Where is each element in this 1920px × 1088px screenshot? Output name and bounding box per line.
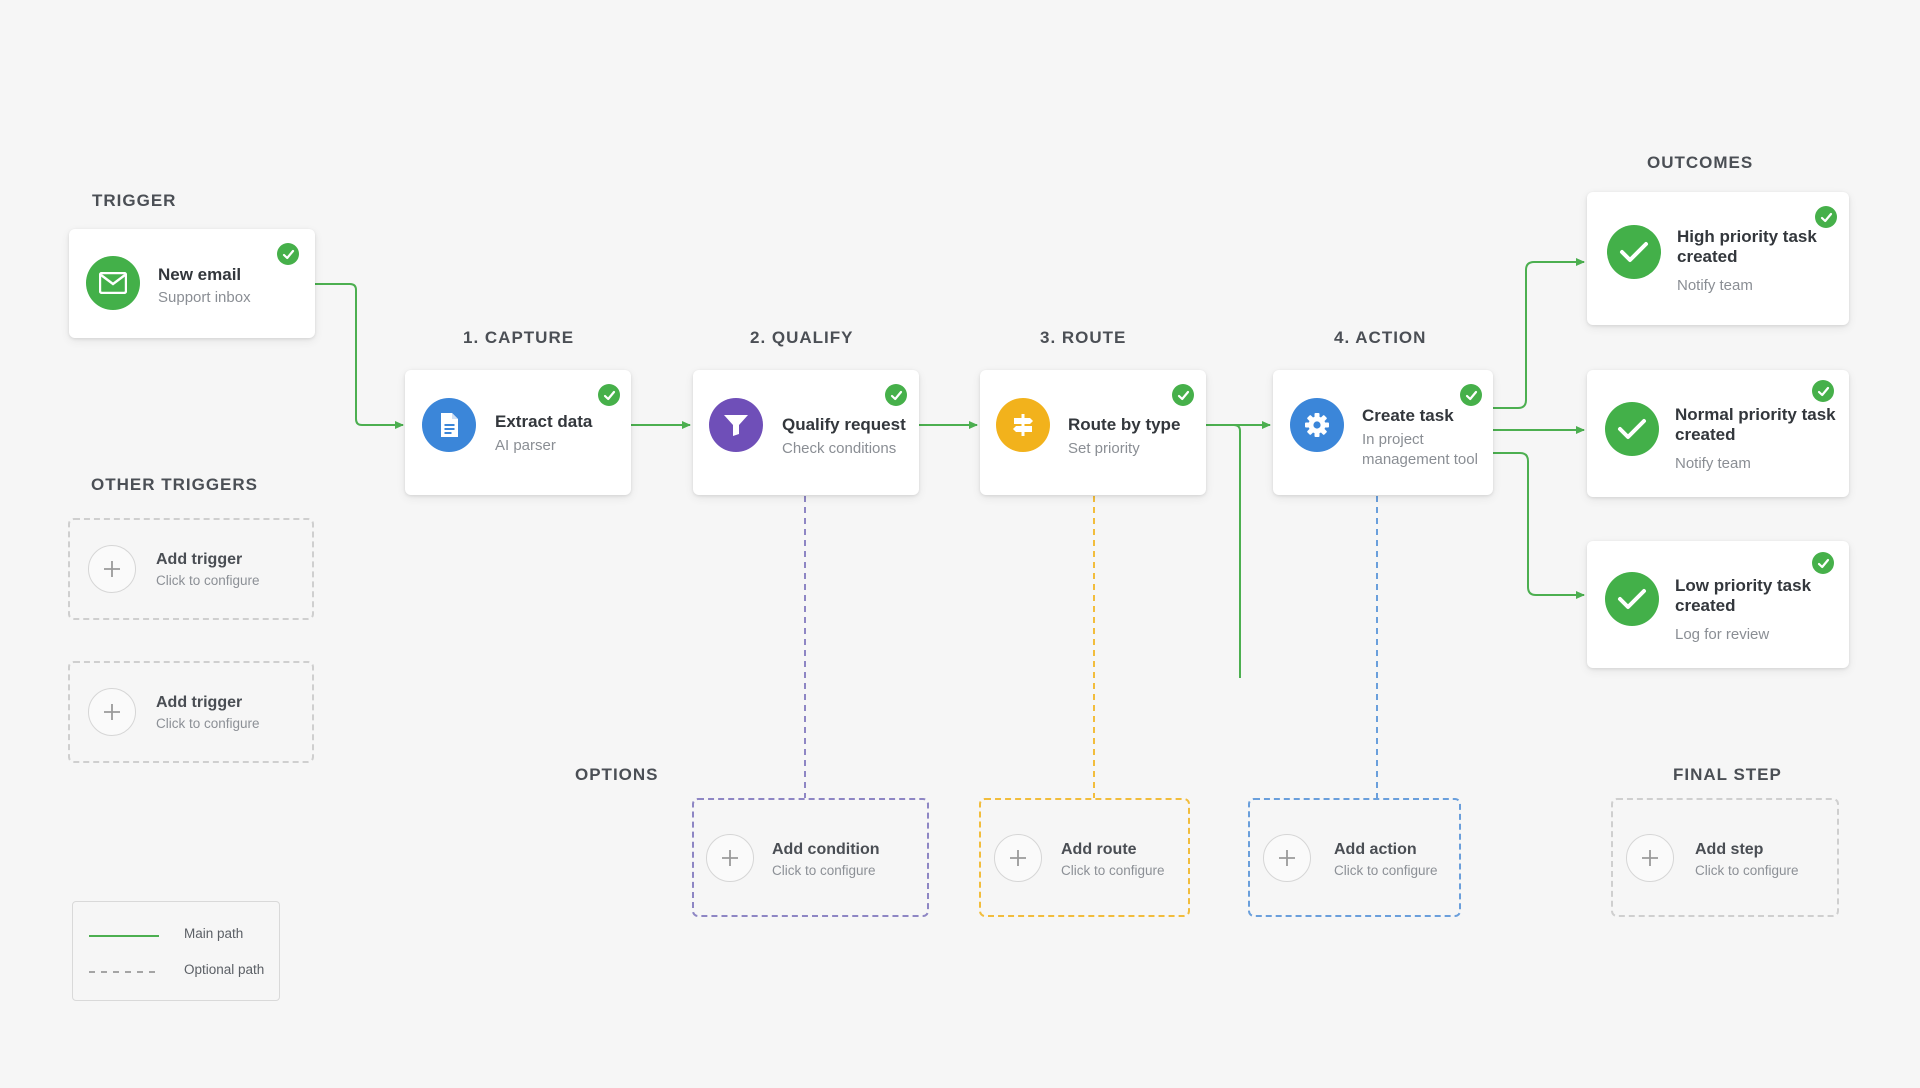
section-label-route: 3. ROUTE: [1040, 328, 1127, 347]
add-route-button[interactable]: Add route Click to configure: [979, 798, 1190, 917]
add-trigger-title: Add trigger: [156, 551, 243, 568]
step-subtitle-route: Set priority: [1068, 440, 1140, 457]
legend: Main path Optional path: [72, 901, 280, 1001]
gear-icon: [1290, 398, 1344, 452]
section-label-other-triggers: OTHER TRIGGERS: [91, 475, 259, 494]
add-trigger-button[interactable]: Add trigger Click to configure: [68, 661, 314, 763]
checkmark-circle-icon: [1605, 572, 1659, 626]
step-subtitle-extract: AI parser: [495, 437, 556, 454]
step-card-create-task[interactable]: Create task In project management tool: [1273, 370, 1493, 495]
add-step-title: Add step: [1695, 841, 1764, 858]
check-icon: [598, 384, 620, 406]
check-icon: [1812, 380, 1834, 402]
outcome-title-low-line2: created: [1675, 596, 1736, 615]
step-title-qualify: Qualify request: [782, 415, 906, 434]
section-label-qualify: 2. QUALIFY: [750, 328, 854, 347]
step-subtitle-create-task-line2: management tool: [1362, 451, 1478, 468]
add-step-subtitle: Click to configure: [1695, 863, 1799, 878]
add-step-button[interactable]: Add step Click to configure: [1611, 798, 1839, 917]
section-label-options: OPTIONS: [575, 765, 659, 784]
connector-action-low: [1493, 452, 1585, 599]
check-icon: [885, 384, 907, 406]
optional-path-swatch: [89, 971, 159, 973]
outcome-title-normal-line2: created: [1675, 425, 1736, 444]
step-card-extract-data[interactable]: Extract data AI parser: [405, 370, 631, 495]
add-trigger-button[interactable]: Add trigger Click to configure: [68, 518, 314, 620]
section-label-action: 4. ACTION: [1334, 328, 1427, 347]
section-label-capture: 1. CAPTURE: [463, 328, 575, 347]
connector-action-high: [1493, 258, 1585, 409]
legend-optional-path-label: Optional path: [184, 962, 265, 977]
signpost-icon: [996, 398, 1050, 452]
plus-icon: [88, 545, 136, 593]
outcome-subtitle-normal: Notify team: [1675, 455, 1751, 472]
trigger-subtitle: Support inbox: [158, 289, 251, 306]
add-action-title: Add action: [1334, 841, 1417, 858]
plus-icon: [994, 834, 1042, 882]
add-route-title: Add route: [1061, 841, 1137, 858]
step-title-extract: Extract data: [495, 412, 593, 431]
section-label-trigger: TRIGGER: [92, 191, 177, 210]
step-subtitle-qualify: Check conditions: [782, 440, 897, 457]
main-path-swatch: [89, 935, 159, 937]
plus-icon: [706, 834, 754, 882]
connector-route-branch: [1206, 424, 1241, 678]
document-icon: [422, 398, 476, 452]
check-icon: [277, 243, 299, 265]
plus-icon: [1263, 834, 1311, 882]
check-icon: [1172, 384, 1194, 406]
step-title-create-task: Create task: [1362, 406, 1454, 425]
add-condition-button[interactable]: Add condition Click to configure: [692, 798, 929, 917]
section-label-final-step: FINAL STEP: [1673, 765, 1782, 784]
outcome-title-low-line1: Low priority task: [1675, 576, 1812, 595]
outcome-title-high-line1: High priority task: [1677, 227, 1817, 246]
outcome-title-high-line2: created: [1677, 247, 1738, 266]
checkmark-circle-icon: [1607, 225, 1661, 279]
legend-main-path-label: Main path: [184, 926, 244, 941]
trigger-title: New email: [158, 265, 242, 284]
outcome-title-normal-line1: Normal priority task: [1675, 405, 1836, 424]
add-action-button[interactable]: Add action Click to configure: [1248, 798, 1461, 917]
step-card-qualify-request[interactable]: Qualify request Check conditions: [693, 370, 919, 495]
outcome-card-low-priority[interactable]: Low priority task created Log for review: [1587, 541, 1849, 668]
add-trigger-subtitle: Click to configure: [156, 716, 260, 731]
section-label-outcomes: OUTCOMES: [1647, 153, 1754, 172]
check-icon: [1460, 384, 1482, 406]
add-trigger-subtitle: Click to configure: [156, 573, 260, 588]
add-route-subtitle: Click to configure: [1061, 863, 1165, 878]
add-trigger-title: Add trigger: [156, 694, 243, 711]
outcome-card-normal-priority[interactable]: Normal priority task created Notify team: [1587, 370, 1849, 497]
connector-trigger-capture: [315, 283, 404, 429]
outcome-subtitle-low: Log for review: [1675, 626, 1770, 643]
envelope-icon: [86, 256, 140, 310]
add-condition-subtitle: Click to configure: [772, 863, 876, 878]
check-icon: [1812, 552, 1834, 574]
outcome-card-high-priority[interactable]: High priority task created Notify team: [1587, 192, 1849, 325]
filter-icon: [709, 398, 763, 452]
outcome-subtitle-high: Notify team: [1677, 277, 1753, 294]
step-card-route-by-type[interactable]: Route by type Set priority: [980, 370, 1206, 495]
add-action-subtitle: Click to configure: [1334, 863, 1438, 878]
add-condition-title: Add condition: [772, 841, 880, 858]
step-title-route: Route by type: [1068, 415, 1181, 434]
plus-icon: [1626, 834, 1674, 882]
check-icon: [1815, 206, 1837, 228]
plus-icon: [88, 688, 136, 736]
checkmark-circle-icon: [1605, 402, 1659, 456]
trigger-card-new-email[interactable]: New email Support inbox: [69, 229, 315, 338]
step-subtitle-create-task-line1: In project: [1362, 431, 1424, 448]
